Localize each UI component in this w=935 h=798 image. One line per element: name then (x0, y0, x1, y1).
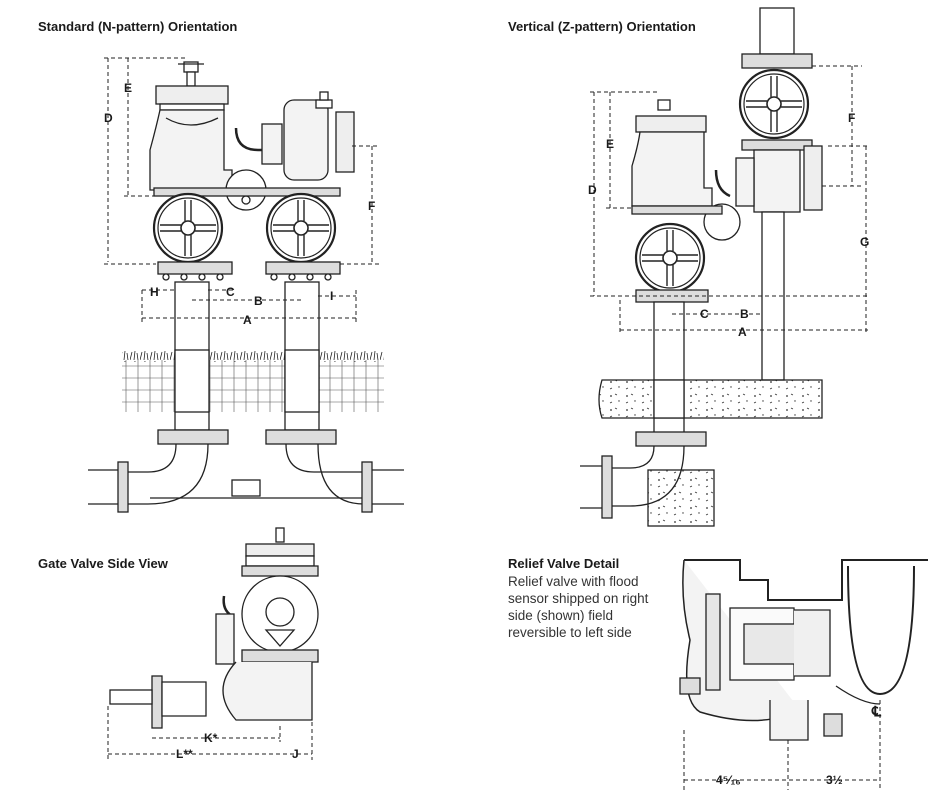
dim-label-a: A (243, 313, 252, 327)
relief-valve-detail (679, 559, 928, 741)
handwheel-icon (738, 68, 810, 140)
dim-label-d: D (588, 183, 597, 197)
handwheel-icon (265, 192, 337, 264)
dimension-lines-standard (104, 57, 380, 322)
dim-label-e: E (606, 137, 614, 151)
centerline-icon: ℄ (871, 703, 882, 719)
dim-label-f: F (848, 111, 855, 125)
caption-line: sensor shipped on right (508, 591, 649, 606)
dim-label-a: A (738, 325, 747, 339)
dim-label-f: F (368, 199, 375, 213)
dim-label-b: B (740, 307, 749, 321)
dim-label-k: K* (204, 731, 218, 745)
dim-label-i: I (330, 289, 333, 303)
heading-relief-valve-detail: Relief Valve Detail (508, 556, 620, 571)
dim-label-e: E (124, 81, 132, 95)
dim-label-b: B (254, 294, 263, 308)
caption-line: side (shown) field (508, 608, 614, 623)
handwheel-icon (152, 192, 224, 264)
dim-label-relief-left: 4⁵⁄₁₆ (716, 773, 741, 787)
dim-label-c: C (700, 307, 709, 321)
heading-gate-valve-side-view: Gate Valve Side View (38, 556, 168, 571)
dimension-lines-vertical (590, 65, 870, 334)
standard-assembly (88, 61, 404, 513)
dim-label-l: L** (176, 747, 193, 761)
dim-label-g: G (860, 235, 869, 249)
dim-label-c: C (226, 285, 235, 299)
dim-label-j: J (292, 747, 299, 761)
vertical-assembly (580, 7, 823, 527)
caption-line: Relief valve with flood (508, 574, 639, 589)
caption-line: reversible to left side (508, 625, 632, 640)
dim-label-d: D (104, 111, 113, 125)
handwheel-icon (634, 222, 706, 294)
heading-vertical-orientation: Vertical (Z-pattern) Orientation (508, 19, 696, 34)
relief-valve-caption: Relief valve with flood sensor shipped o… (508, 573, 648, 641)
heading-standard-orientation: Standard (N-pattern) Orientation (38, 19, 238, 34)
gate-valve-side-view (109, 527, 319, 729)
dimension-lines-relief (683, 700, 881, 790)
dimension-lines-gate (107, 706, 313, 760)
dim-label-relief-right: 3½ (826, 773, 843, 787)
dim-label-h: H (150, 285, 159, 299)
